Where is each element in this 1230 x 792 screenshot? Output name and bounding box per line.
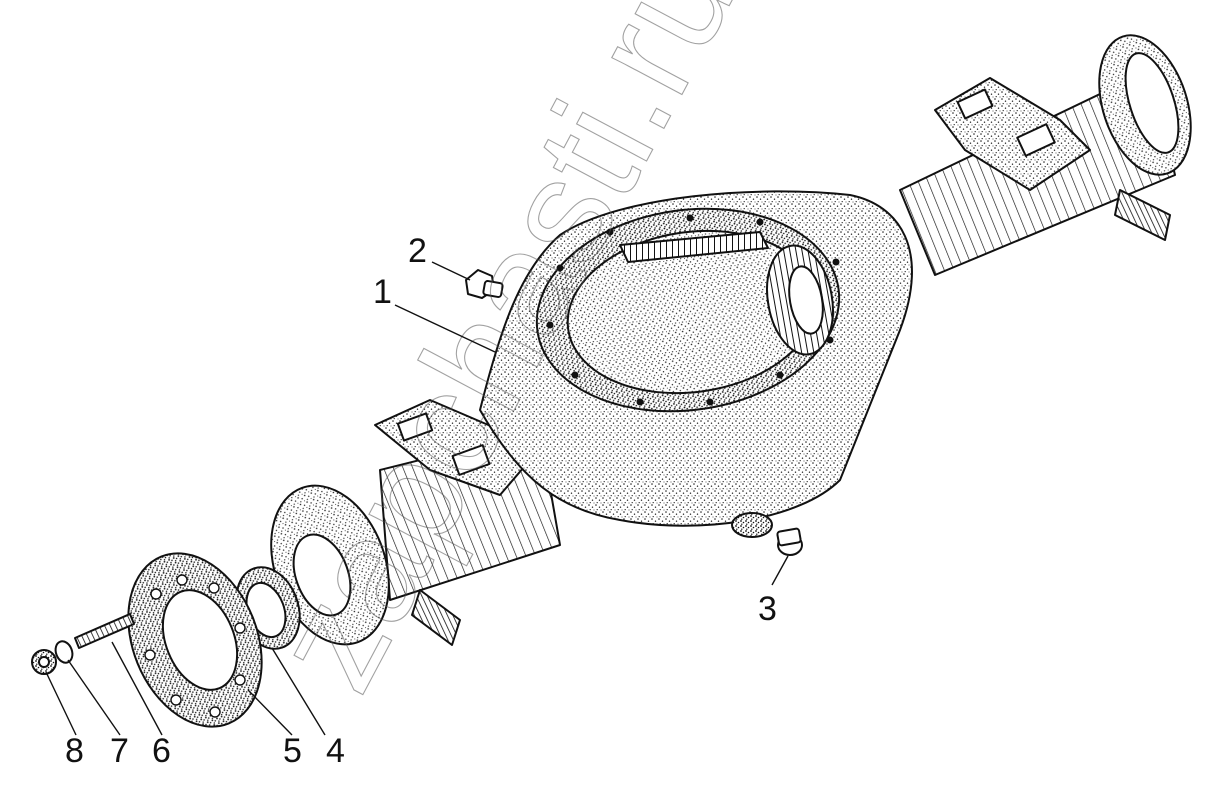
leader-8 [45,671,77,736]
callout-2: 2 [408,232,427,270]
callout-5: 5 [283,732,302,770]
leader-3 [771,555,789,586]
leader-4 [271,647,326,736]
callout-3: 3 [758,590,777,628]
callout-labels: 1 2 3 4 5 6 7 8 [65,232,777,770]
spring-washer [54,640,74,664]
callout-1: 1 [373,273,392,311]
axle-housing [270,34,1192,646]
callout-8: 8 [65,732,84,770]
leader-7 [67,659,121,736]
callout-6: 6 [152,732,171,770]
leader-1 [394,304,496,353]
stud [74,613,135,649]
leader-5 [247,689,293,736]
nut [31,649,57,675]
filler-plug [465,269,504,299]
gasket [127,552,263,728]
callout-7: 7 [110,732,129,770]
leader-2 [431,261,471,281]
leader-6 [111,641,163,736]
leader-lines [45,261,789,736]
callout-4: 4 [326,732,345,770]
drain-plug [776,527,803,556]
